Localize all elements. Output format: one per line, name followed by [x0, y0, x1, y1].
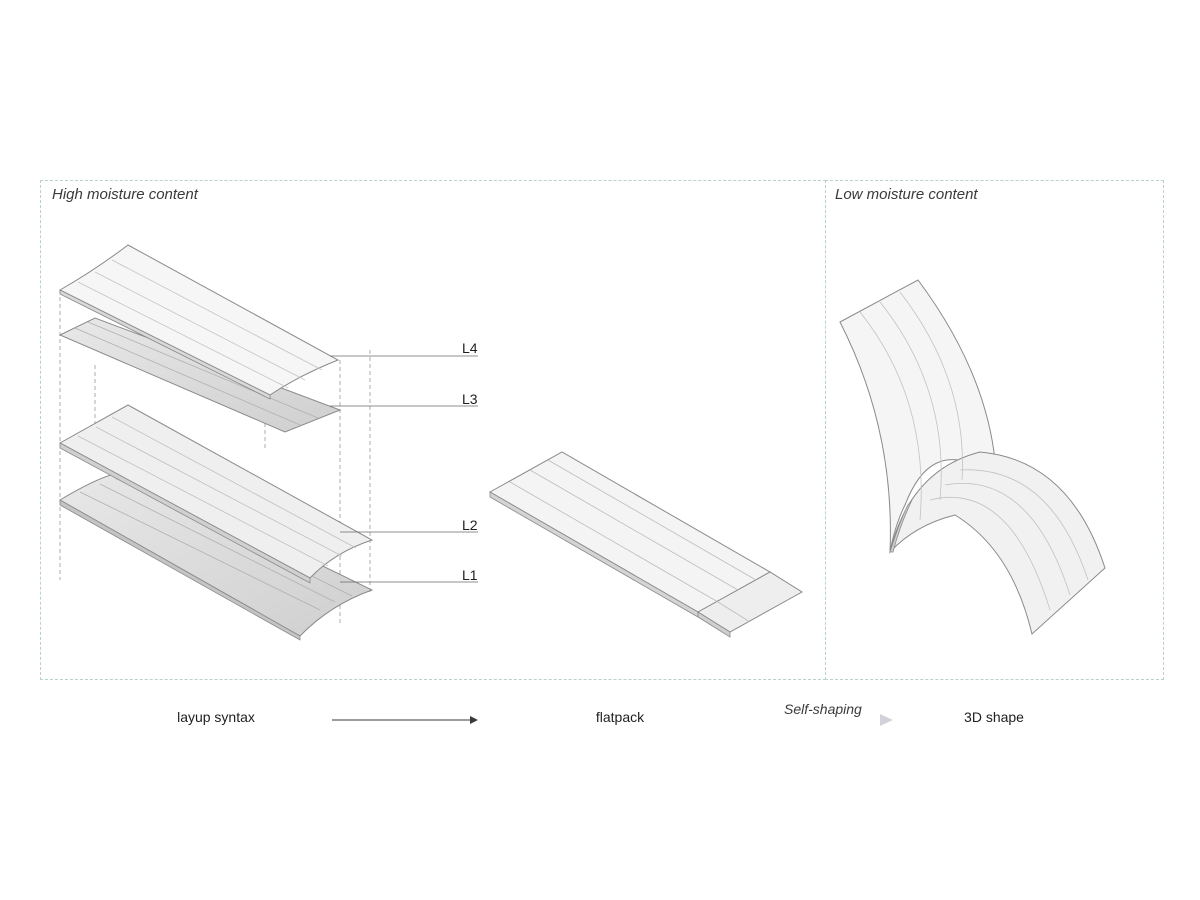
layup-to-flatpack-arrow: [332, 716, 478, 724]
three-d-shape: [839, 279, 1106, 635]
layer-l1-sheet: [59, 471, 374, 641]
layer-l3-sheet: [58, 317, 342, 433]
layer-leader-lines: [330, 355, 478, 583]
layer-label-l2: L2: [462, 517, 478, 533]
self-shaping-label: Self-shaping: [784, 701, 862, 717]
layer-label-l1: L1: [462, 567, 478, 583]
high-moisture-title: High moisture content: [52, 186, 198, 203]
layer-l2-sheet: [58, 404, 374, 584]
stage-label-flatpack: flatpack: [595, 709, 645, 725]
stage-label-layup-syntax: layup syntax: [177, 709, 255, 725]
layer-label-l3: L3: [462, 391, 478, 407]
low-moisture-title: Low moisture content: [835, 186, 978, 203]
layer-label-l4: L4: [462, 340, 478, 356]
stage-label-3d-shape: 3D shape: [964, 709, 1024, 725]
flatpack-sheet: [488, 451, 803, 638]
layer-l4-sheet: [58, 244, 340, 400]
low-moisture-panel: [825, 180, 1164, 680]
self-shaping-arrow: [755, 714, 893, 726]
